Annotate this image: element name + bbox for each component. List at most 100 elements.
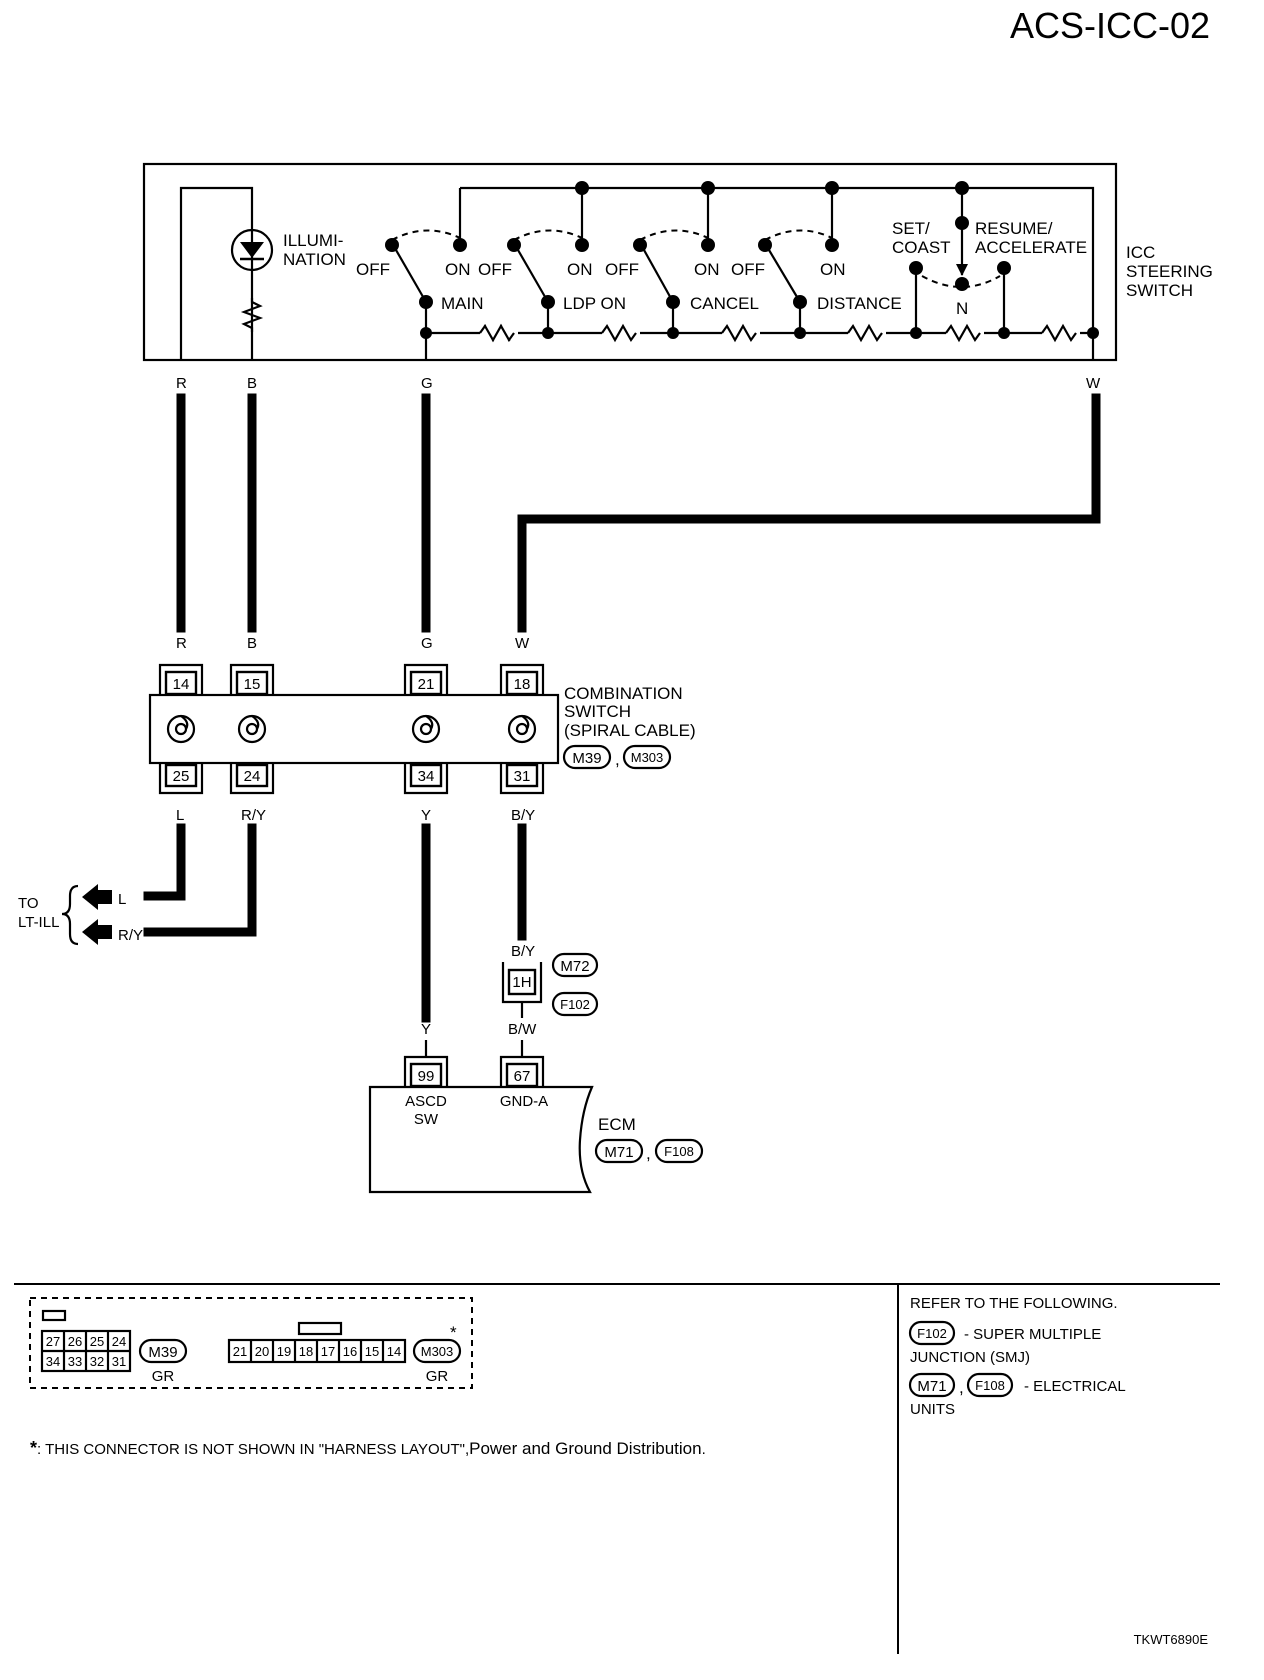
combination-switch-body	[148, 693, 560, 765]
diagram-code: ACS-ICC-02	[1010, 5, 1210, 46]
svg-text:,: ,	[646, 1144, 651, 1163]
switch-label-distance: DISTANCE	[817, 294, 902, 313]
svg-text:R/Y: R/Y	[241, 807, 266, 824]
svg-text:M303: M303	[631, 750, 664, 765]
combo-pin-top-3: 21	[403, 663, 449, 696]
svg-text:F108: F108	[975, 1378, 1005, 1393]
icc-switch-housing	[142, 162, 1118, 362]
svg-text:G: G	[421, 635, 433, 652]
svg-text:M71: M71	[604, 1144, 633, 1161]
connector-tag-m303: M303	[622, 744, 672, 770]
switch-label-ldp-on: LDP ON	[563, 294, 626, 313]
svg-text:25: 25	[90, 1334, 104, 1349]
brace-icon	[61, 884, 79, 946]
svg-text:SW: SW	[414, 1111, 439, 1128]
svg-text:14: 14	[173, 676, 190, 693]
switch-label-cancel: CANCEL	[690, 294, 759, 313]
svg-text:F102: F102	[917, 1326, 947, 1341]
combo-pin-top-2: 15	[229, 663, 275, 696]
svg-text:REFER TO THE FOLLOWING.: REFER TO THE FOLLOWING.	[910, 1295, 1118, 1312]
svg-text:L: L	[118, 891, 126, 908]
svg-text:COAST: COAST	[892, 238, 951, 257]
connector-face-m303: 21 20 19 18 17 16 15 14 M303 * GR	[227, 1321, 462, 1385]
joint-connector-1h: B/Y 1H M72 F102 B/W	[501, 943, 599, 1038]
connector-tag-m39: M39	[562, 744, 612, 770]
svg-text:16: 16	[343, 1344, 357, 1359]
illumination-circuit	[179, 186, 254, 360]
svg-text:19: 19	[277, 1344, 291, 1359]
svg-text:33: 33	[68, 1354, 82, 1369]
svg-text:TO: TO	[18, 895, 39, 912]
refer-to-following: REFER TO THE FOLLOWING. F102 - SUPER MUL…	[908, 1295, 1126, 1418]
svg-text:ILLUMI-: ILLUMI-	[283, 231, 343, 250]
combo-pin-top-1: 14	[158, 663, 204, 696]
svg-text:M303: M303	[421, 1344, 454, 1359]
svg-text:R/Y: R/Y	[118, 927, 143, 944]
svg-text:34: 34	[46, 1354, 60, 1369]
svg-text:B: B	[247, 635, 257, 652]
svg-text:ASCD: ASCD	[405, 1093, 447, 1110]
combination-switch: 14 15 21 18 25 24	[148, 663, 696, 795]
switch-ldp-on: OFF ON LDP ON	[478, 229, 626, 333]
switch-label-main: MAIN	[441, 294, 484, 313]
svg-text:UNITS: UNITS	[910, 1401, 955, 1418]
svg-text:B: B	[247, 375, 257, 392]
svg-text:F108: F108	[664, 1144, 694, 1159]
svg-text:W: W	[1086, 375, 1101, 392]
svg-text:21: 21	[418, 676, 435, 693]
spiral-cable-icon	[507, 714, 537, 744]
illumination-diode-icon	[230, 228, 274, 272]
svg-text:M72: M72	[560, 958, 589, 975]
ecm-pin-67: 67	[499, 1055, 545, 1088]
svg-text:ACCELERATE: ACCELERATE	[975, 238, 1087, 257]
svg-text:1H: 1H	[512, 974, 531, 991]
combo-pin-bottom-4: 31	[499, 763, 545, 795]
svg-text:N: N	[956, 299, 968, 318]
svg-text:14: 14	[387, 1344, 401, 1359]
svg-text:18: 18	[514, 676, 531, 693]
ecm-label: ECM	[598, 1115, 636, 1134]
svg-text:GR: GR	[152, 1368, 175, 1385]
svg-text:ON: ON	[567, 260, 593, 279]
svg-text:M39: M39	[572, 750, 601, 767]
svg-text:L: L	[176, 807, 184, 824]
spiral-cable-icon	[237, 714, 267, 744]
svg-text:SWITCH: SWITCH	[564, 702, 631, 721]
combo-pin-bottom-2: 24	[229, 763, 275, 795]
svg-text:M71: M71	[917, 1378, 946, 1395]
svg-text:ON: ON	[445, 260, 471, 279]
footnote: *: THIS CONNECTOR IS NOT SHOWN IN "HARNE…	[30, 1438, 706, 1458]
switch-common-bus	[460, 186, 1095, 333]
svg-text:20: 20	[255, 1344, 269, 1359]
svg-text:GND-A: GND-A	[500, 1093, 548, 1110]
connector-tag-f108: F108	[654, 1138, 704, 1164]
svg-text:RESUME/: RESUME/	[975, 219, 1053, 238]
svg-text:18: 18	[299, 1344, 313, 1359]
combo-pin-bottom-3: 34	[403, 763, 449, 795]
svg-text:ON: ON	[820, 260, 846, 279]
svg-text:OFF: OFF	[605, 260, 639, 279]
wire-r-y	[143, 823, 257, 937]
svg-text:LT-ILL: LT-ILL	[18, 914, 59, 931]
svg-text:34: 34	[418, 768, 435, 785]
svg-text:27: 27	[46, 1334, 60, 1349]
svg-text:21: 21	[233, 1344, 247, 1359]
svg-text:31: 31	[514, 768, 531, 785]
svg-text:SET/: SET/	[892, 219, 930, 238]
svg-text:JUNCTION (SMJ): JUNCTION (SMJ)	[910, 1349, 1030, 1366]
combination-switch-label: COMBINATION	[564, 684, 683, 703]
svg-text:(SPIRAL CABLE): (SPIRAL CABLE)	[564, 721, 696, 740]
svg-text:B/W: B/W	[508, 1021, 537, 1038]
connector-face-m39: 27 26 25 24 34 33 32 31 M39 GR	[40, 1309, 188, 1385]
switch-cancel: OFF ON CANCEL	[605, 229, 759, 333]
svg-text:- SUPER MULTIPLE: - SUPER MULTIPLE	[964, 1326, 1101, 1343]
svg-text:R: R	[176, 635, 187, 652]
icc-switch-label: ICC	[1126, 243, 1155, 262]
svg-text:26: 26	[68, 1334, 82, 1349]
to-lt-ill: L R/Y TO LT-ILL	[18, 884, 143, 946]
svg-text:NATION: NATION	[283, 250, 346, 269]
svg-text:Y: Y	[421, 1021, 431, 1038]
svg-text:,: ,	[615, 750, 620, 769]
wire-w	[517, 393, 1101, 633]
